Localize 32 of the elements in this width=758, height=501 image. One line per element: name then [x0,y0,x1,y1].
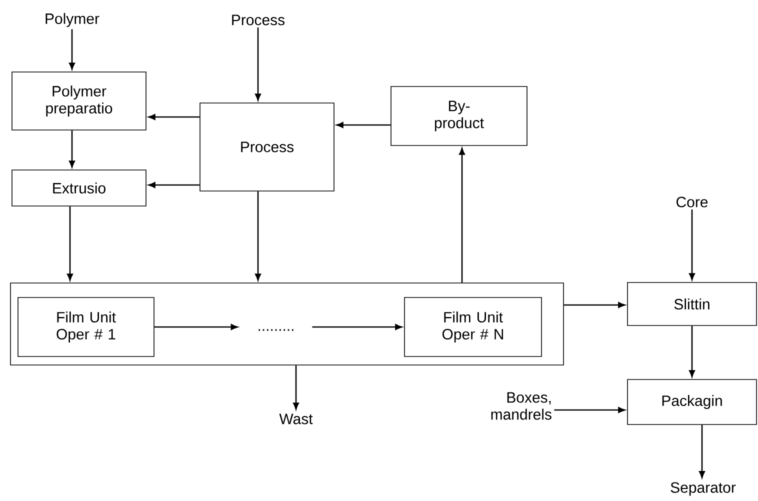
process-box: Polymer preparatio [12,72,146,130]
arrow [689,210,695,280]
input-label: Polymer [46,13,100,27]
arrow [69,29,75,70]
arrow [689,326,695,378]
arrow [312,324,402,330]
process-box: Extrusio [12,170,146,206]
process-box: By-product [390,86,528,146]
arrow [148,182,200,188]
arrow [564,302,626,308]
arrow [459,148,465,283]
input-label: Boxes, mandrels [491,392,552,420]
process-box: Process [200,102,334,192]
arrow [336,122,391,128]
arrow [148,114,200,120]
arrow [255,191,261,281]
arrow [554,407,626,413]
arrow [255,27,261,101]
arrow [67,206,73,281]
process-box: Packagin [627,379,757,425]
arrow [154,324,238,330]
input-label: Process [232,14,285,26]
output-label: Separator [670,482,736,496]
output-label: Wast [279,414,313,424]
process-box: Film Unit Oper # 1 [18,297,154,357]
process-box: Slittin [627,282,757,326]
arrow [293,365,299,410]
ellipsis-text: ......... [258,329,294,331]
process-box: Film Unit Oper # N [404,297,542,357]
arrow [699,424,705,478]
input-label: Core [676,196,708,208]
arrow [69,130,75,168]
